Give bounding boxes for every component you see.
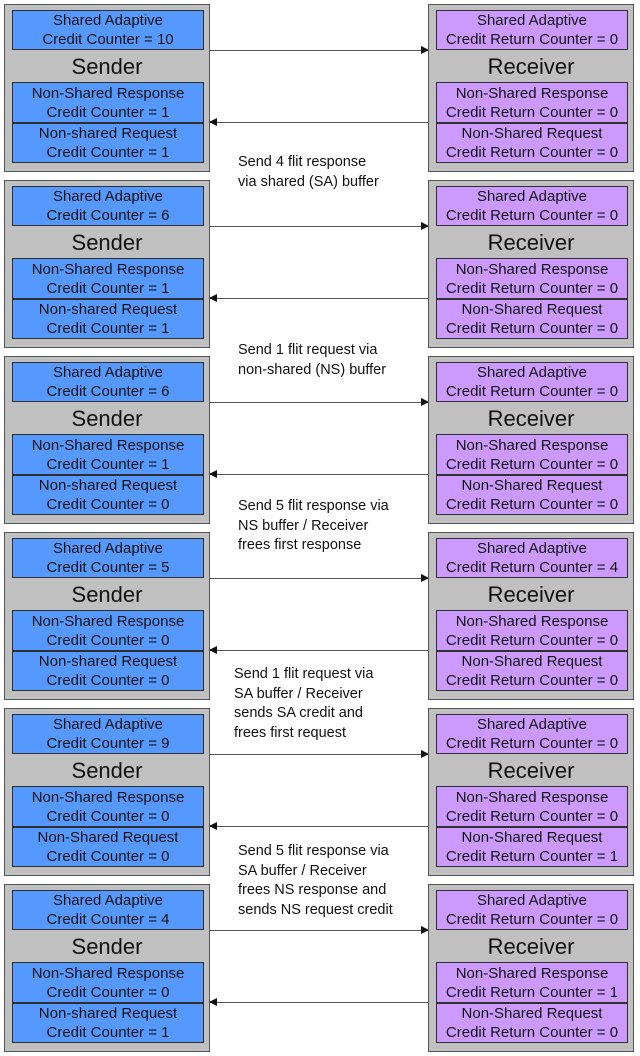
sender-label: Sender xyxy=(71,934,143,959)
receiver-ns-request-counter: Non-Shared Request Credit Return Counter… xyxy=(436,123,628,163)
receiver-ns-response-counter: Non-Shared Response Credit Return Counte… xyxy=(436,434,628,475)
receiver-panel: Shared Adaptive Credit Return Counter = … xyxy=(428,180,634,348)
receiver-shared-adaptive-counter: Shared Adaptive Credit Return Counter = … xyxy=(436,538,628,578)
sender-ns-response-counter: Non-Shared Response Credit Counter = 0 xyxy=(12,610,204,651)
step-note: Send 1 flit request via SA buffer / Rece… xyxy=(234,666,374,741)
receiver-shared-adaptive-counter: Shared Adaptive Credit Return Counter = … xyxy=(436,890,628,930)
sender-ns-response-counter: Non-Shared Response Credit Counter = 1 xyxy=(12,258,204,299)
receiver-ns-response-counter: Non-Shared Response Credit Return Counte… xyxy=(436,786,628,827)
step-row-5: Shared Adaptive Credit Counter = 9 Sende… xyxy=(0,708,640,918)
receiver-ns-request-counter: Non-Shared Request Credit Return Counter… xyxy=(436,1003,628,1043)
sender-shared-adaptive-counter: Shared Adaptive Credit Counter = 6 xyxy=(12,186,204,226)
receiver-label: Receiver xyxy=(487,406,575,431)
sender-ns-request-counter: Non-shared Request Credit Counter = 1 xyxy=(12,123,204,163)
step-row-4: Shared Adaptive Credit Counter = 5 Sende… xyxy=(0,532,640,741)
step-row-6: Shared Adaptive Credit Counter = 4 Sende… xyxy=(0,884,640,1054)
sender-ns-request-counter: Non-shared Request Credit Counter = 1 xyxy=(12,299,204,339)
receiver-ns-request-counter: Non-Shared Request Credit Return Counter… xyxy=(436,827,628,867)
receiver-shared-adaptive-counter: Shared Adaptive Credit Return Counter = … xyxy=(436,186,628,226)
arrow-to-sender xyxy=(209,822,428,830)
arrow-to-sender xyxy=(209,998,428,1006)
receiver-shared-adaptive-counter: Shared Adaptive Credit Return Counter = … xyxy=(436,362,628,402)
receiver-ns-response-counter: Non-Shared Response Credit Return Counte… xyxy=(436,962,628,1003)
receiver-ns-request-counter: Non-Shared Request Credit Return Counter… xyxy=(436,299,628,339)
sender-shared-adaptive-counter: Shared Adaptive Credit Counter = 10 xyxy=(12,10,204,50)
arrow-to-receiver xyxy=(210,750,429,758)
sender-ns-response-counter: Non-Shared Response Credit Counter = 0 xyxy=(12,962,204,1003)
receiver-ns-request-counter: Non-Shared Request Credit Return Counter… xyxy=(436,475,628,515)
sender-panel: Shared Adaptive Credit Counter = 10 Send… xyxy=(4,4,210,172)
step-note: Send 4 flit response via shared (SA) buf… xyxy=(238,154,379,190)
receiver-panel: Shared Adaptive Credit Return Counter = … xyxy=(428,356,634,524)
sender-shared-adaptive-counter: Shared Adaptive Credit Counter = 5 xyxy=(12,538,204,578)
receiver-ns-response-counter: Non-Shared Response Credit Return Counte… xyxy=(436,82,628,123)
sender-ns-response-counter: Non-Shared Response Credit Counter = 0 xyxy=(12,786,204,827)
step-note: Send 1 flit request via non-shared (NS) … xyxy=(238,342,387,378)
arrow-to-sender xyxy=(209,294,428,302)
sender-label: Sender xyxy=(71,582,143,607)
arrow-to-sender xyxy=(209,646,428,654)
receiver-ns-request-counter: Non-Shared Request Credit Return Counter… xyxy=(436,651,628,691)
arrow-to-sender xyxy=(209,118,428,126)
sender-ns-request-counter: Non-shared Request Credit Counter = 1 xyxy=(12,1003,204,1043)
sender-ns-request-counter: Non-shared Request Credit Counter = 0 xyxy=(12,475,204,515)
step-row-1: Shared Adaptive Credit Counter = 10 Send… xyxy=(0,4,640,190)
receiver-shared-adaptive-counter: Shared Adaptive Credit Return Counter = … xyxy=(436,10,628,50)
arrow-to-receiver xyxy=(210,926,429,934)
sender-ns-response-counter: Non-Shared Response Credit Counter = 1 xyxy=(12,434,204,475)
receiver-shared-adaptive-counter: Shared Adaptive Credit Return Counter = … xyxy=(436,714,628,754)
sender-ns-response-counter: Non-Shared Response Credit Counter = 1 xyxy=(12,82,204,123)
receiver-label: Receiver xyxy=(487,54,575,79)
sender-label: Sender xyxy=(71,758,143,783)
receiver-panel: Shared Adaptive Credit Return Counter = … xyxy=(428,884,634,1052)
sender-shared-adaptive-counter: Shared Adaptive Credit Counter = 6 xyxy=(12,362,204,402)
receiver-label: Receiver xyxy=(487,230,575,255)
arrow-to-receiver xyxy=(210,398,429,406)
receiver-panel: Shared Adaptive Credit Return Counter = … xyxy=(428,4,634,172)
sender-panel: Shared Adaptive Credit Counter = 6 Sende… xyxy=(4,180,210,348)
receiver-ns-response-counter: Non-Shared Response Credit Return Counte… xyxy=(436,610,628,651)
arrow-to-receiver xyxy=(210,46,429,54)
step-note: Send 5 flit response via NS buffer / Rec… xyxy=(238,498,389,553)
sender-panel: Shared Adaptive Credit Counter = 9 Sende… xyxy=(4,708,210,876)
receiver-ns-response-counter: Non-Shared Response Credit Return Counte… xyxy=(436,258,628,299)
sender-label: Sender xyxy=(71,230,143,255)
receiver-label: Receiver xyxy=(487,934,575,959)
sender-shared-adaptive-counter: Shared Adaptive Credit Counter = 4 xyxy=(12,890,204,930)
receiver-panel: Shared Adaptive Credit Return Counter = … xyxy=(428,532,634,700)
sender-shared-adaptive-counter: Shared Adaptive Credit Counter = 9 xyxy=(12,714,204,754)
step-row-2: Shared Adaptive Credit Counter = 6 Sende… xyxy=(0,180,640,378)
sender-panel: Shared Adaptive Credit Counter = 5 Sende… xyxy=(4,532,210,700)
sender-label: Sender xyxy=(71,406,143,431)
arrow-to-receiver xyxy=(210,222,429,230)
sender-label: Sender xyxy=(71,54,143,79)
receiver-label: Receiver xyxy=(487,582,575,607)
sender-panel: Shared Adaptive Credit Counter = 6 Sende… xyxy=(4,356,210,524)
sender-panel: Shared Adaptive Credit Counter = 4 Sende… xyxy=(4,884,210,1052)
receiver-panel: Shared Adaptive Credit Return Counter = … xyxy=(428,708,634,876)
arrow-to-sender xyxy=(209,470,428,478)
sender-ns-request-counter: Non-shared Request Credit Counter = 0 xyxy=(12,651,204,691)
arrow-to-receiver xyxy=(210,574,429,582)
sender-ns-request-counter: Non-Shared Request Credit Counter = 0 xyxy=(12,827,204,867)
receiver-label: Receiver xyxy=(487,758,575,783)
step-note: Send 5 flit response via SA buffer / Rec… xyxy=(238,843,393,918)
step-row-3: Shared Adaptive Credit Counter = 6 Sende… xyxy=(0,356,640,553)
